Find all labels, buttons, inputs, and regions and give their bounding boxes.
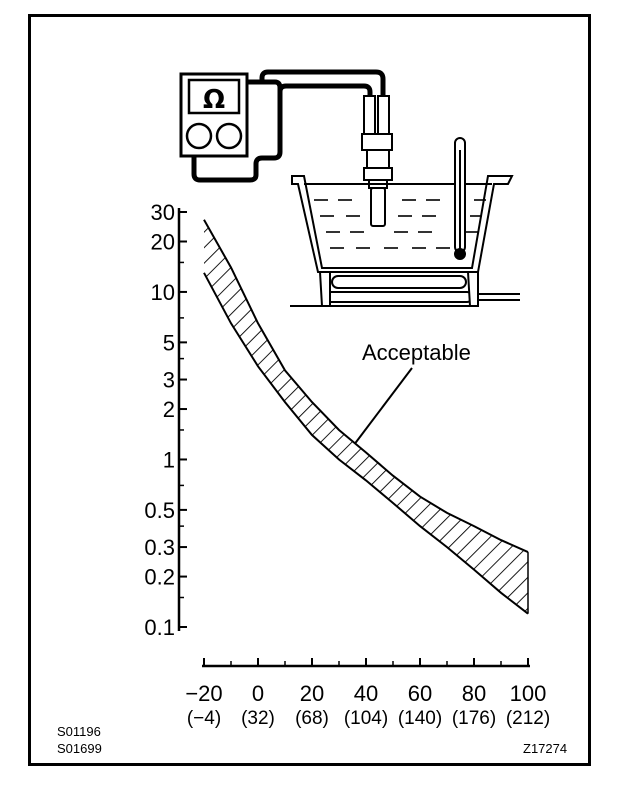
y-tick-label: 0.2 bbox=[144, 565, 175, 590]
x-tick-sublabel: (68) bbox=[295, 708, 329, 729]
x-tick-sublabel: (−4) bbox=[187, 708, 221, 729]
y-tick-label: 20 bbox=[151, 230, 175, 255]
y-tick-label: 3 bbox=[163, 368, 175, 393]
x-tick-sublabel: (140) bbox=[398, 708, 442, 729]
y-tick-label: 0.5 bbox=[144, 498, 175, 523]
acceptable-band-lower-boundary bbox=[203, 272, 529, 615]
annotation-acceptable-label: Acceptable bbox=[362, 340, 471, 365]
y-tick-label: 5 bbox=[163, 330, 175, 355]
burner-icon bbox=[290, 271, 520, 307]
water-container bbox=[291, 175, 514, 273]
y-tick-label: 30 bbox=[151, 200, 175, 225]
x-tick-label: 60 bbox=[408, 681, 432, 706]
y-tick-label: 10 bbox=[151, 280, 175, 305]
x-tick-sublabel: (104) bbox=[344, 708, 388, 729]
water-dashes bbox=[314, 199, 486, 249]
x-tick-sublabel: (32) bbox=[241, 708, 275, 729]
measurement-setup-illustration: Ω bbox=[179, 69, 520, 307]
acceptable-band-fill bbox=[204, 219, 528, 614]
figure-frame bbox=[28, 14, 591, 766]
y-tick-label: 1 bbox=[163, 447, 175, 472]
ohm-symbol: Ω bbox=[203, 85, 225, 115]
acceptable-band-upper-boundary bbox=[203, 219, 529, 554]
y-tick-label: 0.3 bbox=[144, 535, 175, 560]
chart-data-layer bbox=[203, 219, 529, 615]
thermometer-icon bbox=[454, 137, 466, 260]
figure-code-left-top: S01196 bbox=[57, 724, 101, 739]
temperature-sensor-icon bbox=[361, 95, 393, 227]
figure-code-left-bottom: S01699 bbox=[57, 741, 102, 756]
x-tick-label: −20 bbox=[185, 681, 222, 706]
x-tick-sublabel: (212) bbox=[506, 708, 550, 729]
x-tick-label: 100 bbox=[510, 681, 547, 706]
x-tick-label: 0 bbox=[252, 681, 264, 706]
annotation-leader-line bbox=[354, 367, 413, 444]
chart-annotations: Acceptable bbox=[354, 340, 471, 444]
y-tick-label: 0.1 bbox=[144, 615, 175, 640]
figure-code-right: Z17274 bbox=[523, 741, 568, 756]
x-tick-label: 80 bbox=[462, 681, 486, 706]
chart-axes: 30201053210.50.30.20.1−20(−4)0(32)20(68)… bbox=[144, 200, 550, 729]
test-leads bbox=[191, 69, 386, 183]
x-tick-sublabel: (176) bbox=[452, 708, 496, 729]
ohmmeter-icon: Ω bbox=[179, 72, 249, 158]
x-tick-label: 40 bbox=[354, 681, 378, 706]
y-tick-label: 2 bbox=[163, 397, 175, 422]
x-tick-label: 20 bbox=[300, 681, 324, 706]
